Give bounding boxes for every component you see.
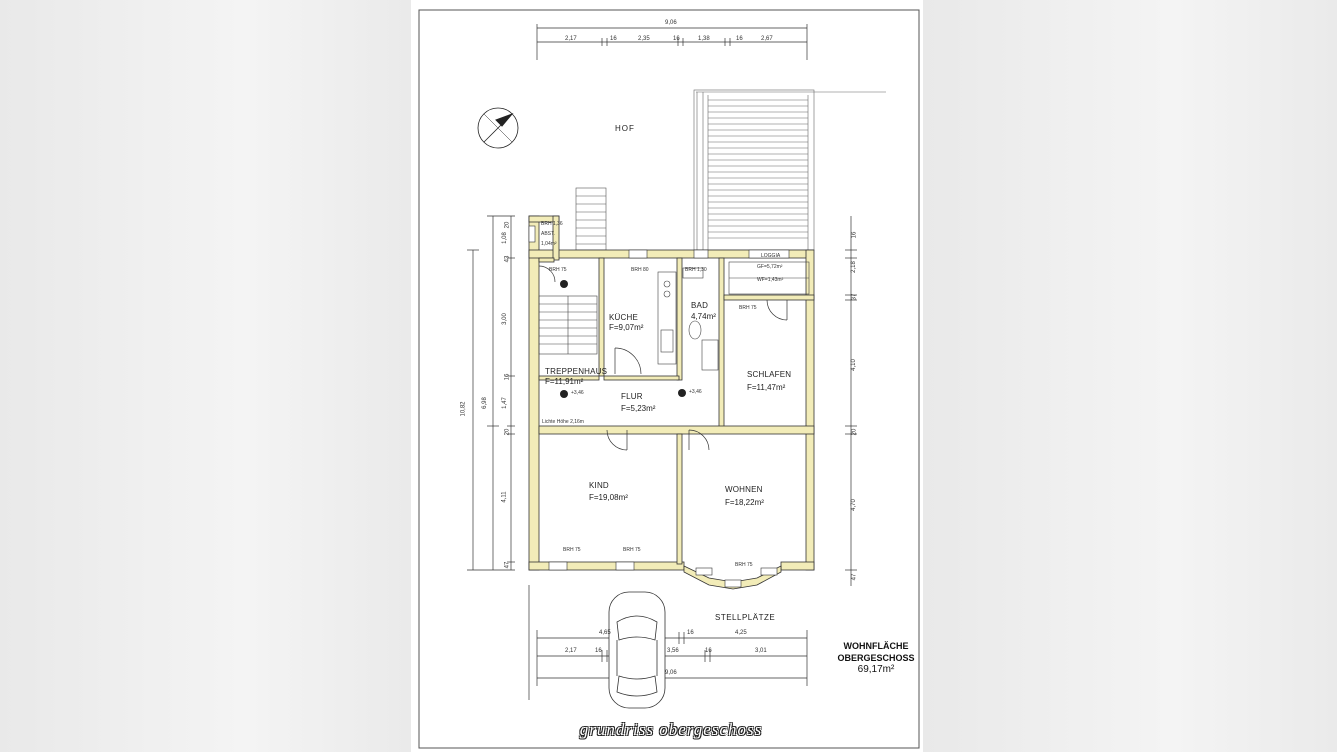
right-dim-5: 20 [851,428,858,436]
right-dim-7: 47 [851,573,858,581]
room-name-loggia: LOGGIA [761,253,781,259]
bottom-row1-dim-3: 4,25 [735,630,747,636]
room-name-wohnen: WOHNEN [725,485,763,494]
room-name-bad: BAD [691,301,709,310]
right-dimension-lines [845,216,857,586]
top-dimension-4: 16 [673,36,680,42]
background-left [0,0,411,752]
left-total-dimension: 10,82 [460,401,467,417]
bathroom-fixtures [682,267,719,371]
bottom-dimension-lines [528,585,808,700]
room-area-loggia-gf: GF=5,72m² [757,264,783,270]
floor-plan-drawing [418,9,920,749]
door-swings [538,265,788,451]
left-dim-4: 3,00 [501,313,508,325]
bottom-row2-dim-2: 16 [595,648,602,654]
room-area-bad: 4,74m² [691,312,716,321]
level-treppenhaus: +3,46 [571,390,584,396]
right-dim-4: 4,10 [850,359,857,371]
right-dim-3: 37 [851,293,858,301]
yard-terrace [693,89,886,251]
left-dim-6: 1,47 [501,397,508,409]
bottom-row2-dim-5: 3,01 [755,648,767,654]
top-dimension-6: 16 [736,36,743,42]
top-total-dimension: 9,06 [665,20,677,26]
loggia-railing [728,261,810,295]
left-mid-dimension: 6,98 [481,397,488,409]
stair-clearance-note: Lichte Höhe 2,16m [542,419,584,425]
stairwell-stairs [538,295,598,355]
north-arrow-icon [477,107,519,149]
room-area-abst: 1,04m² [541,241,557,247]
yard-label: HOF [615,124,635,133]
level-marker-icon [560,280,686,398]
room-area-kueche: F=9,07m² [609,323,644,332]
bottom-total-dimension: 9,06 [665,670,677,676]
left-dim-8: 4,11 [501,491,508,503]
top-dimension-7: 2,67 [761,36,773,42]
left-dim-7: 20 [504,428,511,436]
summary-line-1: WOHNFLÄCHE [843,641,909,651]
room-name-schlafen: SCHLAFEN [747,370,792,379]
top-dimension-5: 1,38 [698,36,710,42]
living-area-summary: WOHNFLÄCHE OBERGESCHOSS 69,17m² [821,640,931,676]
top-dimension-3: 2,35 [638,36,650,42]
window-abst: BRH 1,36 [541,221,563,227]
window-wohnen: BRH 75 [735,562,753,568]
window-kind-left: BRH 75 [563,547,581,553]
left-dim-2: 1,08 [501,232,508,244]
left-dim-9: 47 [504,561,511,569]
room-name-treppenhaus: TREPPENHAUS [545,367,608,376]
room-area-flur: F=5,23m² [621,404,656,413]
sheet-frame [418,9,920,749]
room-area-loggia-wf: WF=1,43m² [757,277,784,283]
level-flur: +3,46 [689,389,702,395]
parked-car-icon [608,591,666,709]
window-schlafen: BRH 75 [739,305,757,311]
top-dimension-2: 16 [610,36,617,42]
bottom-row2-dim-1: 2,17 [565,648,577,654]
left-dimension-lines [467,215,515,571]
bottom-row1-dim-2: 16 [687,630,694,636]
room-name-flur: FLUR [621,392,643,401]
top-dimension-1: 2,17 [565,36,577,42]
window-kueche: BRH 80 [631,267,649,273]
floor-plan-sheet: HOF 9,06 2,17 16 2,35 16 1,38 16 2,67 AB… [411,0,923,752]
room-area-treppenhaus: F=11,91m² [545,377,584,386]
room-name-abst: ABST. [541,231,555,237]
window-treppenhaus: BRH 75 [549,267,567,273]
left-dim-1: 20 [504,221,511,229]
window-kind-right: BRH 75 [623,547,641,553]
room-name-kind: KIND [589,481,609,490]
building-walls [528,215,815,571]
bottom-row2-dim-4: 16 [705,648,712,654]
outside-staircase [575,187,607,251]
right-dim-6: 4,70 [850,499,857,511]
room-name-kueche: KÜCHE [609,313,639,322]
kitchen-counter [657,271,677,365]
left-dim-3: 43 [504,255,511,263]
window-marks [528,225,790,588]
background-right [923,0,1337,752]
room-area-wohnen: F=18,22m² [725,498,764,507]
room-area-kind: F=19,08m² [589,493,628,502]
right-dim-1: 16 [851,231,858,239]
summary-line-2: OBERGESCHOSS [837,653,915,663]
top-dimension-lines [536,24,808,60]
right-dim-2: 2,18 [850,261,857,273]
summary-area-value: 69,17m² [857,664,895,675]
parking-label: STELLPLÄTZE [715,613,776,622]
room-area-schlafen: F=11,47m² [747,383,786,392]
bottom-row2-dim-3: 3,56 [667,648,679,654]
plan-title: grundriss obergeschoss [579,720,763,739]
window-bad: BRH 1,30 [685,267,707,273]
left-dim-5: 16 [504,373,511,381]
bottom-row1-dim-1: 4,65 [599,630,611,636]
